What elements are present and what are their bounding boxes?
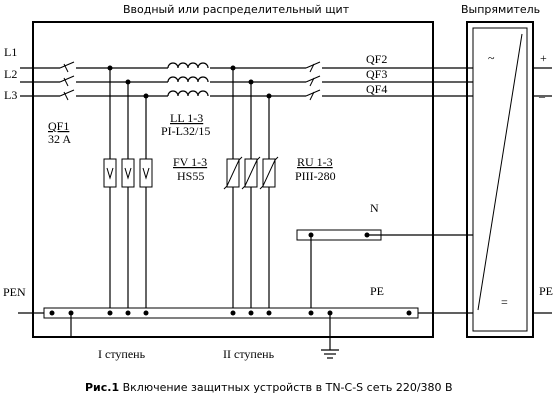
dc-minus-label: – xyxy=(538,89,546,103)
label-l1: L1 xyxy=(4,45,17,59)
rectifier-diagonal xyxy=(477,33,523,311)
figure-caption: Рис.1 Включение защитных устройств в TN-… xyxy=(85,381,453,394)
label-pen: PEN xyxy=(3,285,26,299)
stage-1-arresters xyxy=(103,65,153,313)
neutral-bus xyxy=(296,229,473,313)
rectifier-title: Выпрямитель xyxy=(461,3,540,16)
stage-1-label: I ступень xyxy=(98,347,146,361)
stage-2-label: II ступень xyxy=(223,347,275,361)
label-l3: L3 xyxy=(4,88,17,102)
rectifier-dc-symbol: = xyxy=(501,295,508,309)
pe-inner-label: PE xyxy=(370,284,384,298)
pe-bus xyxy=(18,307,552,319)
rectifier-inner-box xyxy=(472,27,528,332)
ll-inductor-symbols xyxy=(167,62,209,97)
qf-output-breaker-symbols xyxy=(305,61,321,101)
panel-title: Вводный или распределительный щит xyxy=(123,3,350,16)
dc-plus-label: + xyxy=(540,51,547,65)
distribution-panel-box xyxy=(32,21,434,338)
caption-prefix: Рис.1 xyxy=(85,381,119,394)
label-qf3: QF3 xyxy=(366,67,387,81)
caption-text: Включение защитных устройств в TN-C-S се… xyxy=(119,381,452,394)
fv-type: HS55 xyxy=(177,169,204,183)
n-label: N xyxy=(370,201,379,215)
rectifier-ac-symbol: ~ xyxy=(488,51,495,65)
ru-type: PIII-280 xyxy=(295,169,336,183)
ll-type: PI-L32/15 xyxy=(161,124,210,138)
ru-name: RU 1-3 xyxy=(297,155,333,169)
label-l2: L2 xyxy=(4,67,17,81)
ground-icon xyxy=(321,313,339,359)
ll-name: LL 1-3 xyxy=(170,111,203,125)
pe-outer-label: PE xyxy=(539,284,553,298)
qf1-name: QF1 xyxy=(48,119,69,133)
label-qf2: QF2 xyxy=(366,52,387,66)
stage-2-varistors xyxy=(223,65,279,313)
qf1-rating: 32 A xyxy=(48,132,71,146)
qf1-breaker-symbol xyxy=(59,61,75,101)
rectifier-box xyxy=(466,21,534,338)
fv-name: FV 1-3 xyxy=(173,155,207,169)
label-qf4: QF4 xyxy=(366,82,387,96)
